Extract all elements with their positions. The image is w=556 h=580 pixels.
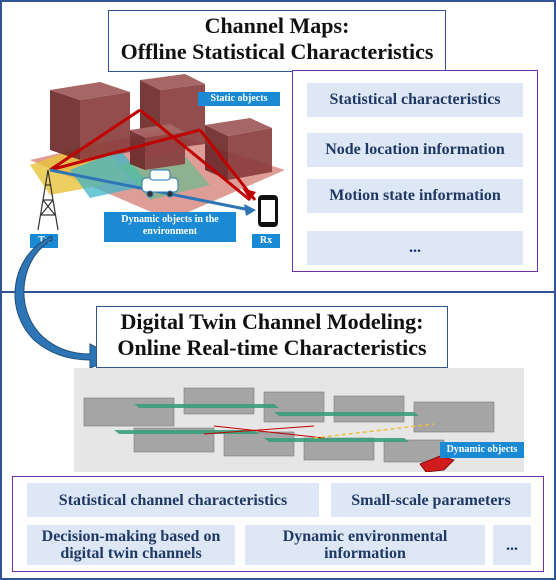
item-more: ... <box>307 231 523 265</box>
tx-tower-icon <box>37 169 59 231</box>
item-statistical-channel-characteristics: Statistical channel characteristics <box>27 483 319 517</box>
channel-maps-title-line2: Offline Statistical Characteristics <box>120 39 434 64</box>
item-node-location: Node location information <box>307 133 523 167</box>
digital-twin-title-line1: Digital Twin Channel Modeling: <box>120 309 424 334</box>
section-divider <box>0 291 556 293</box>
item-small-scale-parameters: Small-scale parameters <box>331 483 531 517</box>
offline-characteristics-panel: Statistical characteristics Node locatio… <box>292 70 538 272</box>
item-decision-making: Decision-making based on digital twin ch… <box>27 525 235 565</box>
item-statistical-characteristics: Statistical characteristics <box>307 83 523 117</box>
transition-curved-arrow <box>14 236 118 368</box>
channel-maps-title: Channel Maps: Offline Statistical Charac… <box>108 10 446 72</box>
item-motion-state: Motion state information <box>307 179 523 213</box>
online-characteristics-panel: Statistical channel characteristics Smal… <box>12 476 544 572</box>
channel-maps-title-line1: Channel Maps: <box>204 13 350 38</box>
channel-map-illustration <box>30 74 285 231</box>
item-dynamic-environmental-information: Dynamic environmental information <box>245 525 485 565</box>
red-car-icon <box>419 455 455 472</box>
car-icon <box>141 169 179 198</box>
rx-phone-icon <box>258 195 278 227</box>
dynamic-objects-label: Dynamic objects in the environment <box>104 212 236 242</box>
rx-label: Rx <box>252 234 280 248</box>
static-objects-label: Static objects <box>198 92 280 106</box>
digital-twin-title: Digital Twin Channel Modeling: Online Re… <box>96 306 448 368</box>
dynamic-objects-label-bottom: Dynamic objects <box>440 442 524 458</box>
building-blocks <box>50 74 272 180</box>
digital-twin-title-line2: Online Real-time Characteristics <box>117 335 427 360</box>
item-more-bottom: ... <box>493 525 531 565</box>
